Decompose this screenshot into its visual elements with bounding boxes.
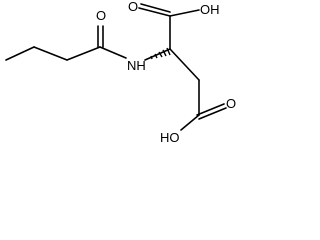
chemical-structure-diagram: O NH O OH O HO xyxy=(5,0,236,145)
bond-top-carbonyl-a xyxy=(138,7,171,17)
amide-oxygen-label: O xyxy=(96,8,106,23)
bottom-carbonyl-oxygen-label: O xyxy=(226,96,236,111)
bond-bottom-carbonyl-b xyxy=(198,107,227,120)
bond-c1-c2 xyxy=(5,46,35,61)
bond-c3-c4 xyxy=(66,46,101,61)
amide-nitrogen-label: NH xyxy=(127,58,146,73)
bond-bottom-hydroxyl xyxy=(180,114,200,131)
bond-top-carbonyl-b xyxy=(140,3,171,13)
structure-canvas: O NH O OH O HO xyxy=(5,0,237,145)
stereo-hash-bond xyxy=(150,47,171,60)
bottom-hydroxyl-label: HO xyxy=(160,130,180,145)
bond-c2-c3 xyxy=(33,46,68,61)
bond-bottom-carbonyl-a xyxy=(196,103,225,116)
bond-alpha-methylene xyxy=(169,48,200,81)
bond-carbonyl-nitrogen xyxy=(99,46,127,59)
top-carbonyl-oxygen-label: O xyxy=(128,0,138,14)
top-hydroxyl-label: OH xyxy=(200,2,220,17)
bond-top-hydroxyl xyxy=(169,9,200,17)
bond-nitrogen-alpha xyxy=(144,48,171,61)
